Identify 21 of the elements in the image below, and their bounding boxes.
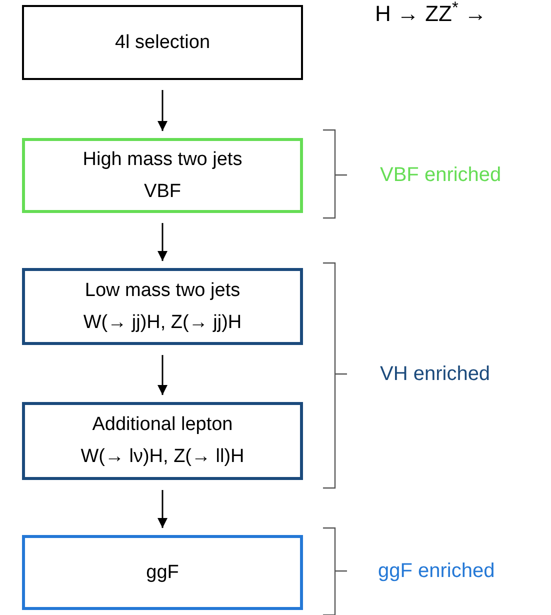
process-box [22, 5, 303, 80]
process-box [22, 402, 303, 480]
box-text: ggF [146, 562, 179, 584]
box-text: W(→ jj)H, Z(→ jj)H [83, 312, 242, 334]
arrow [158, 223, 168, 261]
group-label: ggF enriched [378, 559, 495, 583]
box-text: 4l selection [114, 32, 210, 54]
box-text: VBF [144, 180, 181, 202]
box-text: W(→ lν)H, Z(→ ll)H [80, 446, 244, 468]
arrow [158, 355, 168, 395]
arrow [158, 90, 168, 131]
title: H → ZZ$^{*}$ → [375, 1, 487, 27]
box-text: High mass two jets [82, 148, 242, 170]
arrow [158, 490, 168, 528]
group-label: VBF enriched [380, 163, 502, 187]
process-box [22, 535, 303, 610]
process-box [22, 268, 303, 345]
group-label: VH enriched [380, 362, 490, 386]
box-text: Additional lepton [92, 414, 233, 436]
process-box [22, 138, 303, 213]
box-text: Low mass two jets [84, 280, 240, 302]
